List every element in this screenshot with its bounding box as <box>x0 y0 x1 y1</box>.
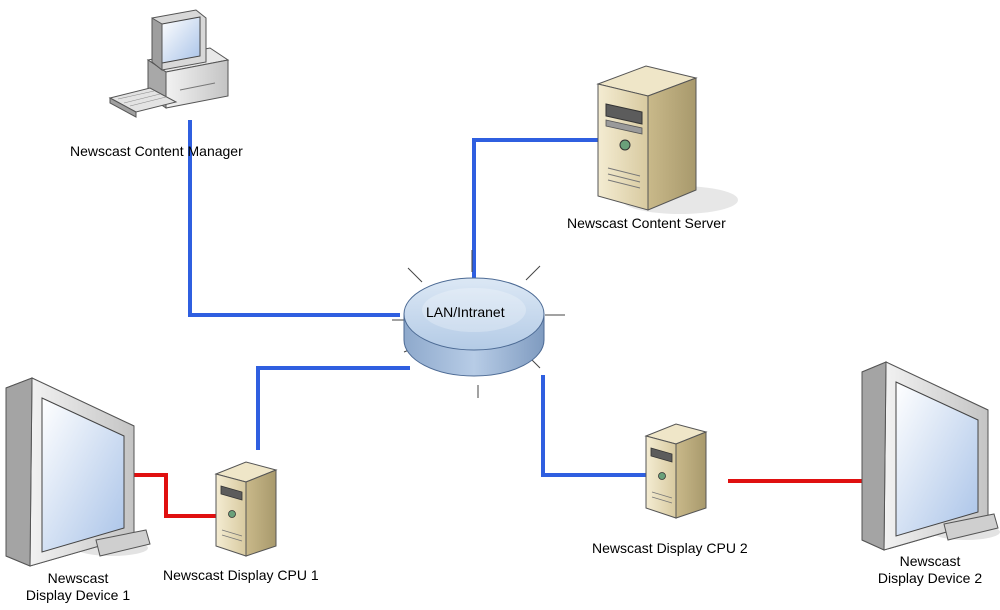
link-server-lan <box>472 138 604 280</box>
display-device-1-label: Newscast Display Device 1 <box>14 570 142 604</box>
display-device-2-label-line2: Display Device 2 <box>877 570 983 586</box>
link-device1-cpu1 <box>128 473 220 518</box>
link-lan-cpu2 <box>541 375 650 477</box>
link-manager-lan <box>188 120 400 317</box>
lan-hub <box>392 250 565 398</box>
display-device-1-icon <box>5 377 151 567</box>
display-cpu-1-label: Newscast Display CPU 1 <box>163 567 319 583</box>
workstation-icon <box>108 9 230 118</box>
display-cpu-2-label: Newscast Display CPU 2 <box>592 540 748 556</box>
display-device-2-icon <box>861 361 1000 551</box>
display-cpu-1-icon <box>214 461 278 557</box>
display-device-2-label: Newscast Display Device 2 <box>864 553 996 587</box>
network-links <box>128 120 885 518</box>
lan-label: LAN/Intranet <box>426 304 505 320</box>
content-server-label: Newscast Content Server <box>567 215 726 231</box>
display-device-2-label-line1: Newscast <box>899 553 961 569</box>
display-device-1-label-line1: Newscast <box>47 570 109 586</box>
link-cpu1-lan <box>256 366 410 450</box>
display-cpu-2-icon <box>644 423 708 519</box>
server-icon <box>596 65 738 214</box>
content-manager-label: Newscast Content Manager <box>70 143 243 159</box>
display-device-1-label-line2: Display Device 1 <box>25 587 131 603</box>
